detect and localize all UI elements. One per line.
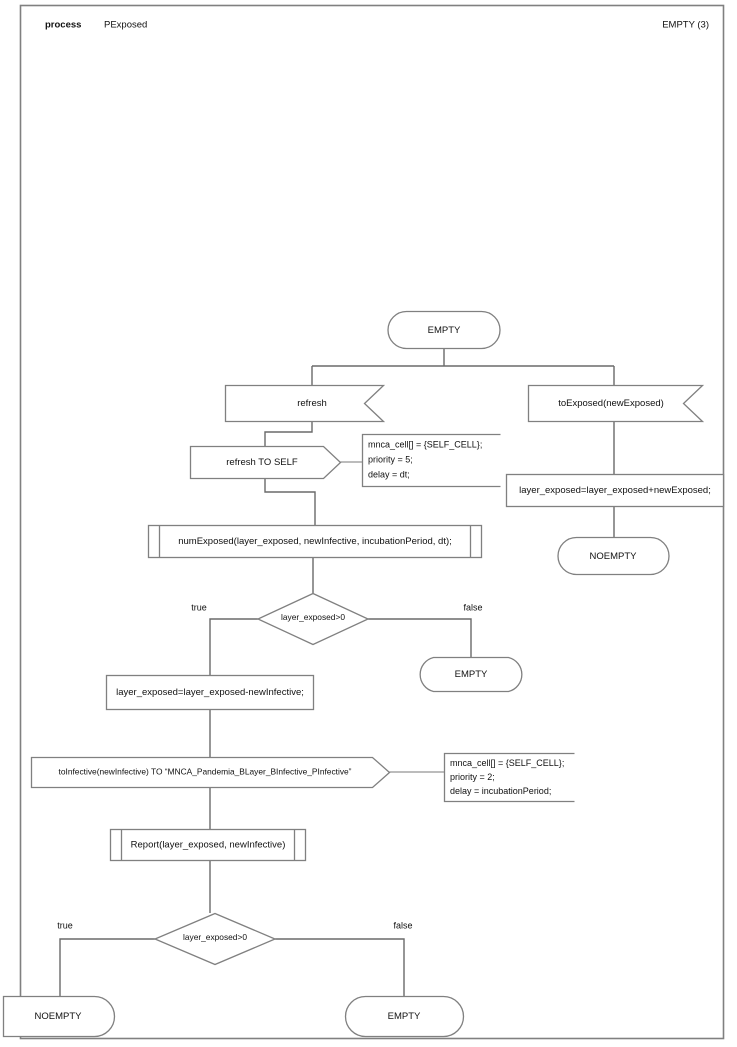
- procedure-report[interactable]: Report(layer_exposed, newInfective): [109, 828, 307, 862]
- task-sub-infective[interactable]: layer_exposed=layer_exposed-newInfective…: [105, 674, 315, 711]
- task-add-exposed[interactable]: layer_exposed=layer_exposed+newExposed;: [505, 473, 725, 508]
- state-shape: [387, 310, 501, 350]
- input-refresh[interactable]: refresh: [224, 384, 386, 423]
- state-empty-start[interactable]: EMPTY: [387, 310, 501, 350]
- state-label: EMPTY: [455, 669, 488, 680]
- procedure-label: numExposed(layer_exposed, newInfective, …: [178, 536, 452, 547]
- process-name: PExposed: [104, 20, 147, 31]
- task-label: layer_exposed=layer_exposed+newExposed;: [519, 485, 711, 496]
- connector-decision1-true: [209, 618, 258, 675]
- task-shape: [105, 674, 315, 711]
- decision-false-label: false: [463, 602, 482, 612]
- input-toexposed[interactable]: toExposed(newExposed): [527, 384, 705, 423]
- comment-line-2: priority = 5;: [368, 454, 413, 464]
- state-empty-middle[interactable]: EMPTY: [419, 656, 523, 693]
- output-shape: [189, 445, 342, 480]
- procedure-shape: [147, 524, 483, 559]
- procedure-label: Report(layer_exposed, newInfective): [131, 840, 286, 851]
- output-toinfective[interactable]: toInfective(newInfective) TO “MNCA_Pande…: [30, 756, 391, 789]
- comment-shape: [361, 433, 501, 488]
- decision-layer-exposed-1[interactable]: layer_exposed>0 true false: [191, 592, 483, 646]
- state-shape: [344, 995, 465, 1038]
- procedure-shape: [109, 828, 307, 862]
- task-shape: [505, 473, 725, 508]
- comment-line-1: mnca_cell[] = {SELF_CELL};: [368, 439, 482, 449]
- decision-true-label: true: [191, 602, 207, 612]
- output-shape: [30, 756, 391, 789]
- connector-decision2-false: [275, 938, 405, 996]
- connector-output-to-numexposed: [264, 478, 316, 525]
- comment-line-3: delay = dt;: [368, 469, 410, 479]
- decision-layer-exposed-2[interactable]: layer_exposed>0 true false: [57, 912, 413, 966]
- procedure-numexposed[interactable]: numExposed(layer_exposed, newInfective, …: [147, 524, 483, 559]
- state-noempty-bottom[interactable]: NOEMPTY: [2, 995, 116, 1038]
- input-label: refresh: [297, 398, 327, 409]
- comment-shape: [443, 752, 575, 803]
- comment-refresh-params: mnca_cell[] = {SELF_CELL}; priority = 5;…: [361, 433, 501, 488]
- decision-label: layer_exposed>0: [183, 932, 247, 942]
- task-label: layer_exposed=layer_exposed-newInfective…: [116, 687, 304, 698]
- comment-infective-params: mnca_cell[] = {SELF_CELL}; priority = 2;…: [443, 752, 575, 803]
- state-label: NOEMPTY: [590, 551, 638, 562]
- state-empty-bottom[interactable]: EMPTY: [344, 995, 465, 1038]
- comment-line-3: delay = incubationPeriod;: [450, 786, 551, 796]
- state-shape: [2, 995, 116, 1038]
- state-label: NOEMPTY: [35, 1011, 83, 1022]
- decision-label: layer_exposed>0: [281, 612, 345, 622]
- connector-refresh-to-output: [264, 421, 313, 446]
- page-label: EMPTY (3): [662, 20, 709, 31]
- decision-shape: [153, 912, 277, 966]
- input-label: toExposed(newExposed): [558, 398, 664, 409]
- decision-true-label: true: [57, 920, 73, 930]
- connector-decision2-true: [59, 938, 155, 996]
- output-label: toInfective(newInfective) TO “MNCA_Pande…: [59, 767, 352, 777]
- comment-line-2: priority = 2;: [450, 772, 495, 782]
- comment-line-1: mnca_cell[] = {SELF_CELL};: [450, 758, 564, 768]
- process-keyword: process: [45, 20, 81, 31]
- input-shape: [527, 384, 705, 423]
- output-label: refresh TO SELF: [226, 457, 298, 468]
- process-frame: [19, 4, 725, 1040]
- state-shape: [419, 656, 523, 693]
- connector-decision1-false: [368, 618, 472, 657]
- output-refresh-to-self[interactable]: refresh TO SELF: [189, 445, 342, 480]
- state-shape: [557, 536, 670, 576]
- decision-shape: [256, 592, 370, 646]
- state-label: EMPTY: [428, 325, 461, 336]
- state-label: EMPTY: [388, 1011, 421, 1022]
- input-shape: [224, 384, 386, 423]
- state-noempty-right[interactable]: NOEMPTY: [557, 536, 670, 576]
- decision-false-label: false: [393, 920, 412, 930]
